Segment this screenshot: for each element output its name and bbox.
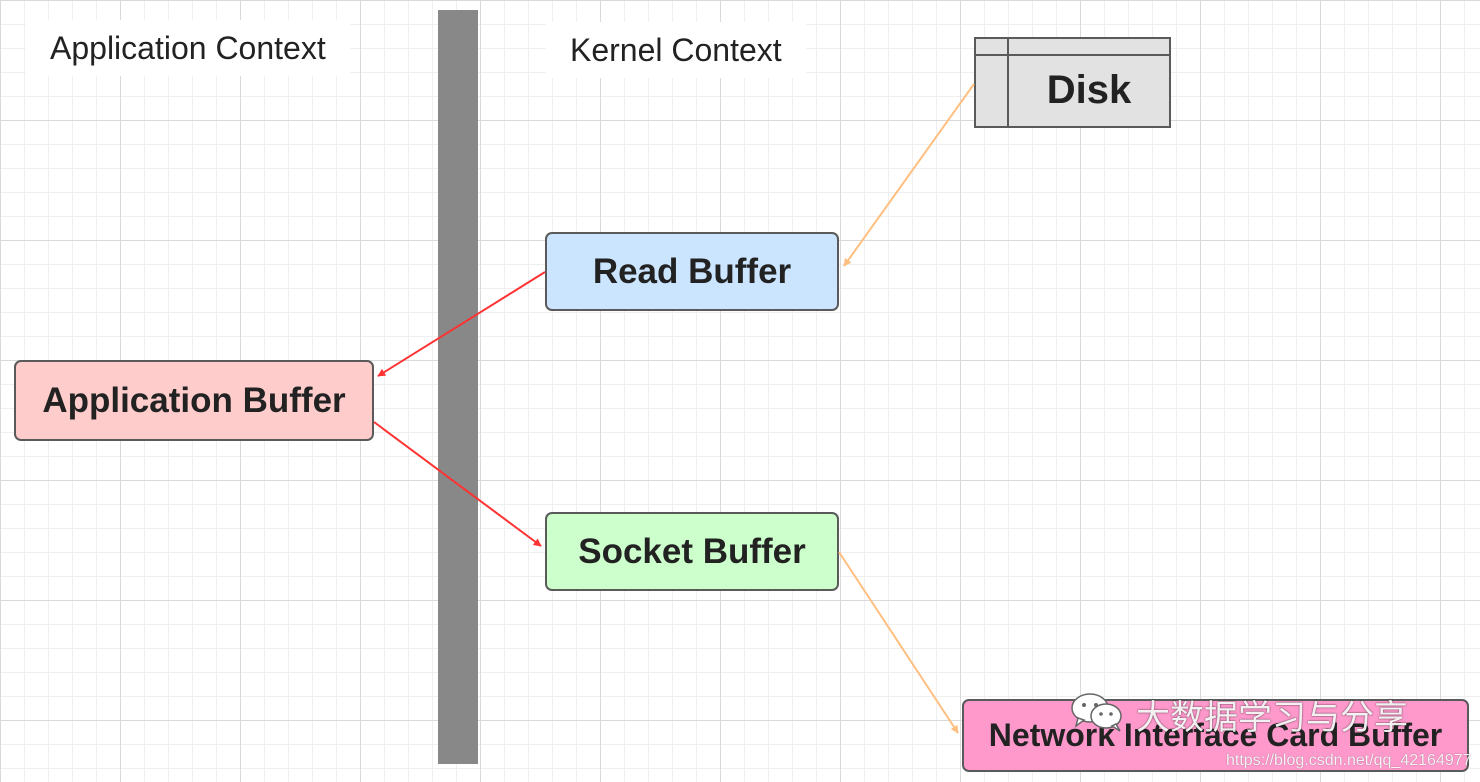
wechat-icon [1068,690,1128,739]
disk-header-line [976,54,1169,56]
nic-buffer-node[interactable]: Network Interface Card Buffer [962,699,1469,772]
disk-node[interactable]: Disk [974,37,1171,128]
application-buffer-node[interactable]: Application Buffer [14,360,374,441]
edge-socket-buffer-to-nic-buffer [838,551,959,734]
kernel-context-label: Kernel Context [546,22,806,78]
socket-buffer-node[interactable]: Socket Buffer [545,512,839,591]
application-context-label: Application Context [26,20,350,76]
disk-label: Disk [1046,67,1132,112]
url-watermark: https://blog.csdn.net/qq_42164977 [1226,752,1472,769]
watermark-text: 大数据学习与分享 [1136,699,1408,737]
context-divider [438,10,478,764]
disk-side-line [1007,39,1009,126]
read-buffer-node[interactable]: Read Buffer [545,232,839,311]
edge-disk-to-read-buffer [843,83,975,267]
wechat-watermark: 大数据学习与分享 [1068,690,1408,739]
